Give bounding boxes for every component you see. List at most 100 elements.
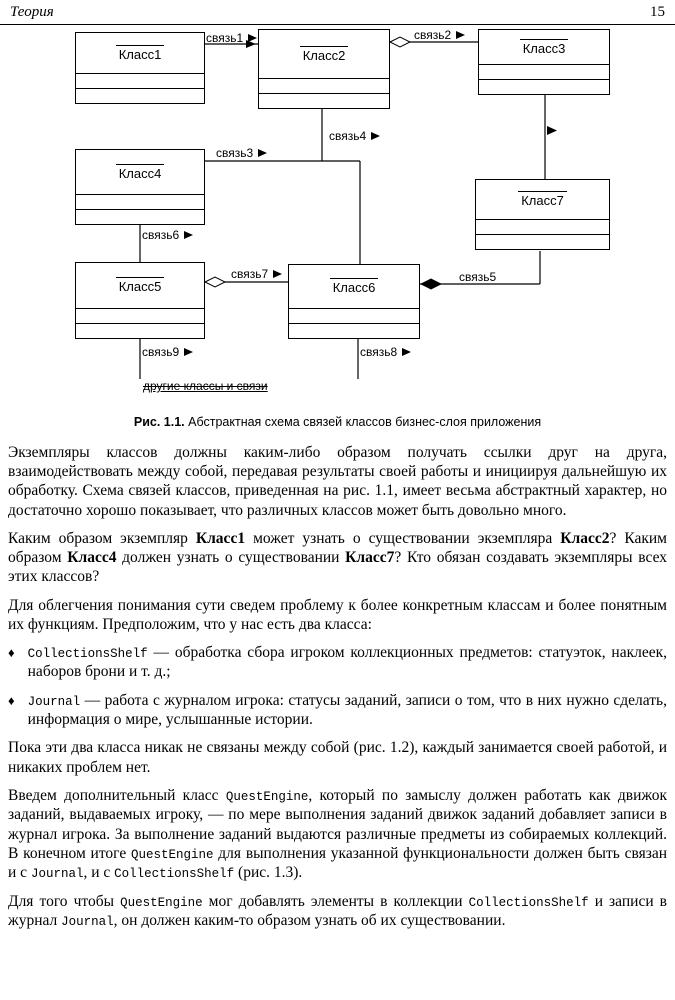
class-name: Класс4 <box>115 163 165 181</box>
text-run: и записи в журнал <box>8 892 667 930</box>
link-label-text: связь8 <box>360 345 398 359</box>
text-run: , и с <box>83 864 115 882</box>
arrow-icon <box>184 348 194 356</box>
uml-class-box: Класс3 <box>478 29 610 95</box>
page-number: 15 <box>650 4 665 20</box>
text-run: для выполнения указанной функциональност… <box>8 844 667 882</box>
arrow-icon <box>456 31 466 39</box>
class-compartment <box>289 323 419 338</box>
link-label: связь3 <box>216 146 268 160</box>
class-title-compartment: Класс5 <box>76 263 204 308</box>
class-compartment <box>259 78 389 93</box>
class-title-compartment: Класс1 <box>76 33 204 73</box>
aggregation-diamond-icon <box>388 36 412 48</box>
class-compartment <box>476 219 609 234</box>
code-text: CollectionsShelf <box>114 867 235 882</box>
bullet-diamond-icon: ♦ <box>8 692 15 708</box>
class-compartment <box>76 308 204 323</box>
text-run: Пока эти два класса никак не связаны меж… <box>8 739 667 776</box>
arrow-icon <box>547 126 557 135</box>
class-name: Класс3 <box>519 38 569 56</box>
link-label-text: связь4 <box>329 129 367 143</box>
paragraph: Введем дополнительный класс QuestEngine,… <box>8 786 667 883</box>
arrow-icon <box>246 40 256 48</box>
class-compartment <box>479 64 609 79</box>
link-label: связь7 <box>231 267 283 281</box>
class-compartment <box>76 88 204 103</box>
arrow-icon <box>402 348 412 356</box>
class-compartment <box>476 234 609 249</box>
text-run: ? Кто обязан создавать экземпляры всех э… <box>8 549 667 586</box>
bullet-diamond-icon: ♦ <box>8 644 15 660</box>
text-run: Экземпляры классов должны каким-либо обр… <box>8 444 667 519</box>
aggregation-diamond-icon <box>203 276 227 288</box>
uml-class-box: Класс6 <box>288 264 420 339</box>
bold-text: Класс4 <box>67 549 117 567</box>
code-text: Journal <box>30 867 84 882</box>
other-classes-note: другие классы и связи <box>143 379 268 393</box>
link-label-text: связь7 <box>231 267 269 281</box>
text-run: мог добавлять элементы в коллекции <box>202 892 469 910</box>
class-title-compartment: Класс6 <box>289 265 419 308</box>
text-run: , который по замыслу должен работать как… <box>8 786 667 862</box>
link-label: связь1 <box>206 31 258 45</box>
link-label: связь2 <box>414 28 466 42</box>
code-text: QuestEngine <box>120 895 203 910</box>
paragraph: Экземпляры классов должны каким-либо обр… <box>8 443 667 520</box>
class-compartment <box>76 73 204 88</box>
caption-text: Абстрактная схема связей классов бизнес-… <box>188 415 542 429</box>
link-label: связь4 <box>329 129 381 143</box>
paragraph: Пока эти два класса никак не связаны меж… <box>8 738 667 776</box>
bullet-item: ♦ Journal — работа с журналом игрока: ста… <box>8 691 667 730</box>
text-run: Каким образом экземпляр <box>8 529 196 547</box>
bullet-text: Journal — работа с журналом игрока: стат… <box>28 691 667 730</box>
class-name: Класс5 <box>115 277 165 294</box>
class-compartment <box>259 93 389 108</box>
class-diagram: Класс1 Класс2 Класс3 Класс4 Класс7 Класс… <box>0 27 675 407</box>
arrow-icon <box>248 34 258 42</box>
class-compartment <box>76 194 204 209</box>
link-label: связь9 <box>142 345 194 359</box>
code-text: QuestEngine <box>130 847 214 862</box>
running-title: Теория <box>10 4 54 20</box>
class-name: Класс7 <box>518 191 567 208</box>
link-label-text: связь9 <box>142 345 180 359</box>
class-title-compartment: Класс4 <box>76 150 204 194</box>
uml-class-box: Класс7 <box>475 179 610 250</box>
code-text: Journal <box>61 915 114 930</box>
bullet-text: CollectionsShelf — обработка сбора игрок… <box>28 643 667 682</box>
link-label: связь6 <box>142 228 194 242</box>
text-run: ? Каким образом <box>8 529 667 567</box>
bold-text: Класс2 <box>560 529 610 547</box>
text-run: (рис. 1.3). <box>234 864 303 882</box>
arrow-icon <box>184 231 194 239</box>
link-label-text: связь5 <box>459 270 497 284</box>
uml-class-box: Класс1 <box>75 32 205 104</box>
code-text: CollectionsShelf <box>468 895 589 910</box>
figure-caption: Рис. 1.1. Абстрактная схема связей класс… <box>0 415 675 429</box>
text-run: Введем дополнительный класс <box>8 786 226 804</box>
link-label: связь5 <box>459 270 496 284</box>
bold-text: Класс7 <box>345 549 395 567</box>
arrow-icon <box>273 270 283 278</box>
page-header: Теория 15 <box>0 0 675 25</box>
text-run: , он должен каким-то образом узнать об и… <box>113 912 506 930</box>
class-name: Класс2 <box>299 45 349 63</box>
uml-class-box: Класс2 <box>258 29 390 109</box>
class-title-compartment: Класс7 <box>476 180 609 219</box>
text-run: Для того чтобы <box>8 892 121 910</box>
link-label-text: связь1 <box>206 31 244 45</box>
code-text: QuestEngine <box>225 789 309 804</box>
class-compartment <box>289 308 419 323</box>
diagram-connectors <box>139 36 557 379</box>
class-compartment <box>76 323 204 338</box>
link-label-text: связь6 <box>142 228 180 242</box>
text-run: — работа с журналом игрока: статусы зада… <box>27 691 667 729</box>
bold-text: Класс1 <box>195 529 246 547</box>
class-name: Класс1 <box>115 44 165 62</box>
text-run: может узнать о существовании экземпляра <box>245 529 561 547</box>
code-text: CollectionsShelf <box>27 646 148 661</box>
link-label-text: связь3 <box>216 146 254 160</box>
class-title-compartment: Класс2 <box>259 30 389 78</box>
